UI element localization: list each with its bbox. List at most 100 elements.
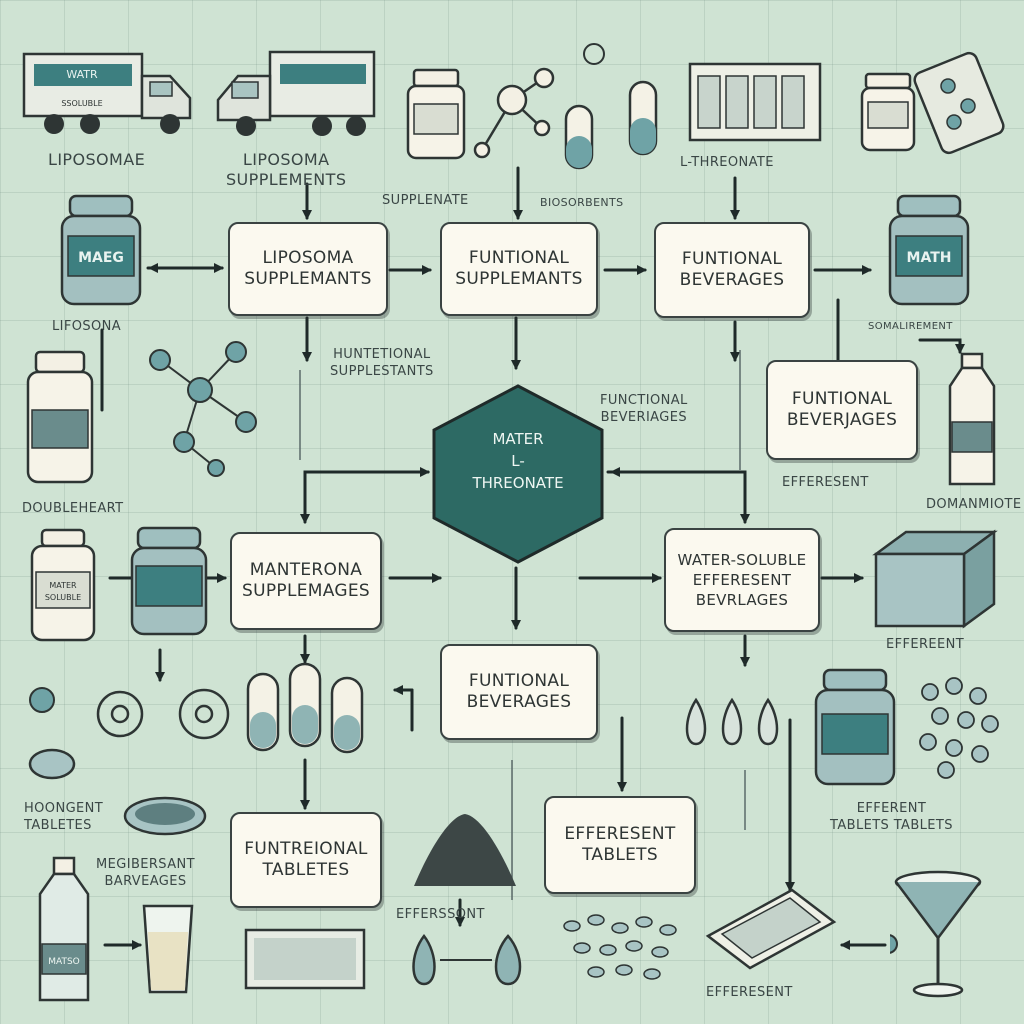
central-hexagon — [432, 384, 604, 564]
label-domanmiote: DOMANMIOTE — [926, 496, 1022, 513]
jar-label: MAEG — [78, 250, 124, 266]
water-bottle-icon: MATSO — [38, 856, 90, 1002]
label-line: L-THREONATE — [680, 155, 774, 170]
grater-tray-icon — [705, 888, 837, 970]
label-lifosona: LIFOSONA — [52, 318, 121, 335]
label-line: LIFOSONA — [52, 319, 122, 334]
box-funtional-supplemants[interactable]: FUNTIONAL SUPPLEMANTS — [440, 222, 598, 316]
box-line: SUPPLEMANTS — [455, 269, 583, 289]
arrow-center-to-right — [606, 470, 750, 524]
supplement-bottle-icon — [26, 350, 94, 484]
label-efferent-tablets: EFFERENT TABLETS TABLETS — [830, 800, 953, 834]
supplement-bottle-icon — [406, 68, 466, 160]
central-line-1: MATER — [492, 430, 544, 448]
label-line: SOMALIREMENT — [868, 321, 953, 332]
box-liposoma-supplements[interactable]: LIPOSOMA SUPPLEMANTS — [228, 222, 388, 316]
tablet-block-icon — [244, 928, 366, 990]
box-line: BEVERAGES — [466, 692, 572, 712]
box-funtional-beverages-mid[interactable]: FUNTIONAL BEVERAGES — [440, 644, 598, 740]
label-line: SUPPLEMENTS — [226, 170, 347, 189]
label-line: TABLETES — [24, 818, 92, 833]
label-line: BIOSORBENTS — [540, 196, 624, 209]
box-line: WATER-SOLUBLE — [677, 551, 807, 569]
box-line: EFFERESENT — [564, 824, 676, 844]
label-line: BARVEAGES — [104, 874, 187, 889]
label-line: DOUBLEHEART — [22, 501, 124, 516]
gears-icon — [28, 687, 230, 780]
label-line: EFFEREENT — [886, 637, 965, 652]
box-line: BEVERAGES — [679, 270, 785, 290]
box-line: LIPOSOMA — [262, 248, 354, 268]
label-line: LIPOSOMAE — [48, 150, 146, 169]
label-functional-beverages: FUNCTIONAL BEVERIAGES — [600, 392, 688, 426]
tablet-tray-icon — [123, 796, 207, 836]
cocktail-glass-icon — [890, 870, 982, 998]
water-bottle-icon — [948, 352, 996, 486]
box-eferesent-tablets[interactable]: EFFERESENT TABLETS — [544, 796, 696, 894]
label-eferssont: EFFERSSONT — [396, 906, 485, 923]
label-line: SUPPLESTANTS — [330, 364, 434, 379]
label-line: DOMANMIOTE — [926, 497, 1022, 512]
label-line: HOONGENT — [24, 801, 104, 816]
can-label: MATH — [907, 250, 952, 266]
delivery-truck-icon — [216, 50, 376, 136]
supplement-jar-icon — [130, 526, 208, 636]
box-line: BEVERJAGES — [786, 410, 898, 430]
supplement-jar-icon — [814, 668, 896, 786]
bottle-small-label: MATSO — [48, 957, 80, 967]
box-manteroona-supplemages[interactable]: MANTERONA SUPPLEMAGES — [230, 532, 382, 630]
label-somalirement: SOMALIREMENT — [868, 318, 953, 335]
label-line: EFFERSSONT — [396, 907, 485, 922]
tablet-pile-icon — [919, 677, 999, 779]
central-node-label: MATER L- THREONATE — [430, 428, 606, 494]
label-doubleheart: DOUBLEHEART — [22, 500, 123, 517]
droplets-icon — [412, 933, 522, 986]
label-l-threonate: L-THREONATE — [680, 154, 774, 171]
bottle-label-2: SOLUBLE — [45, 593, 81, 602]
label-line: EFFERESENT — [706, 985, 793, 1000]
molecule-icon — [473, 67, 555, 159]
label-line: TABLETS TABLETS — [830, 818, 953, 833]
label-line: HUNTETIONAL — [333, 347, 431, 362]
arrow-center-to-left — [300, 470, 430, 524]
box-water-soluble[interactable]: WATER-SOLUBLE EFFERESENT BEVRLAGES — [664, 528, 820, 632]
box-line: EFFERESENT — [692, 571, 792, 589]
vial-pair-icon — [564, 43, 658, 170]
label-efferesent-right: EFFEREENT — [886, 636, 964, 653]
molecule-network-icon — [149, 341, 257, 477]
label-line: BEVERIAGES — [600, 410, 687, 425]
label-suntetional: HUNTETIONAL SUPPLESTANTS — [330, 346, 434, 380]
box-line: BEVRLAGES — [695, 591, 789, 609]
water-glass-icon — [142, 904, 194, 994]
central-line-3: THREONATE — [472, 474, 564, 492]
droplets-icon — [685, 697, 779, 746]
label-line: SUPPLENATE — [382, 193, 469, 208]
pill-pile-icon — [563, 914, 677, 980]
box-line: TABLETES — [262, 860, 350, 880]
label-supplemiate: SUPPLENATE — [382, 192, 469, 209]
label-hoonegent: HOONGENT TABLETES — [24, 800, 103, 834]
box-line: FUNTIONAL — [791, 389, 893, 409]
label-biosorbents: BIOSORBENTS — [540, 194, 624, 211]
box-line: MANTERONA — [249, 560, 363, 580]
supplement-jar-icon: MATH — [888, 194, 970, 306]
truck-label-1: WATR — [66, 68, 98, 81]
label-line: FUNCTIONAL — [600, 393, 688, 408]
label-line: EFFERENT — [856, 801, 927, 816]
box-line: FUNTIONAL — [468, 248, 570, 268]
label-line: EFFERESENT — [782, 475, 869, 490]
bottle-label-1: MATER — [49, 581, 77, 590]
box-funtional-beverjages[interactable]: FUNTIONAL BEVERJAGES — [766, 360, 918, 460]
label-liposomae: LIPOSOMAE — [48, 150, 145, 170]
blister-pack-icon — [860, 51, 1005, 155]
box-funtreional-tabletes[interactable]: FUNTREIONAL TABLETES — [230, 812, 382, 908]
box-funtional-beverages-top[interactable]: FUNTIONAL BEVERAGES — [654, 222, 810, 318]
box-line: TABLETS — [582, 845, 658, 865]
box-line: FUNTREIONAL — [244, 839, 368, 859]
box-line: FUNTIONAL — [681, 249, 783, 269]
label-efferesent-bottom: EFFERESENT — [706, 984, 793, 1001]
supplement-jar-icon: MAEG — [60, 194, 142, 306]
